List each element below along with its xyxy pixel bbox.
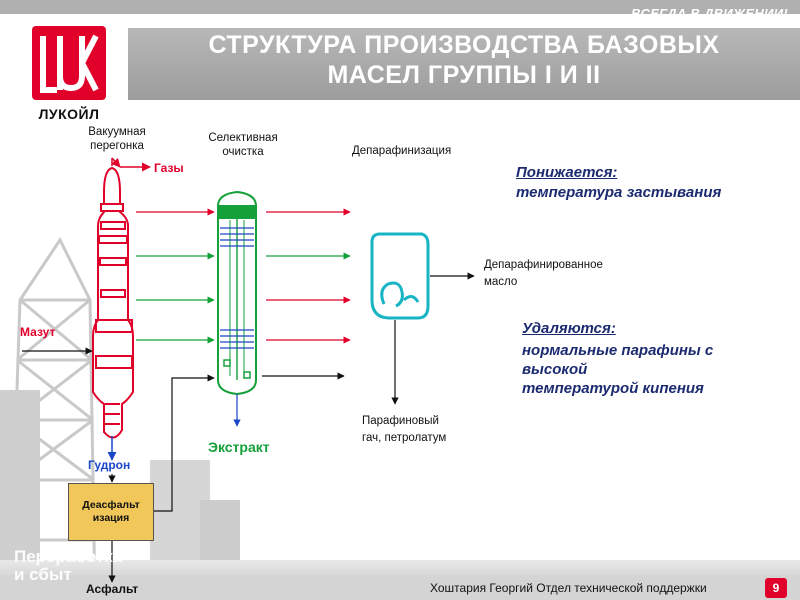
logo-name: ЛУКОЙЛ [38,106,100,122]
selective-column [217,190,257,396]
watermark-line-1: Переработка [14,547,123,566]
note-removed-line-1: нормальные парафины с [522,342,714,359]
title-band [128,28,800,100]
stage-vacuum-line-1: Вакуумная [88,126,146,138]
stage-dewaxing-label: Депарафинизация [352,145,452,157]
watermark: Переработка и сбыт [14,548,122,584]
deasphalt-line-2: изация [92,512,130,524]
gases-label: Газы [154,161,184,175]
dewaxed-oil-label: Депарафинированное масло [484,257,603,291]
dewaxed-oil-line-2: масло [484,276,518,288]
asphalt-label: Асфальт [86,582,139,596]
wax-line-2: гач, петролатум [362,432,447,444]
mazut-label: Мазут [20,325,56,339]
note-removed-head: Удаляются: [522,320,616,337]
watermark-line-2: и сбыт [14,565,72,584]
stage-selective-line-2: очистка [222,146,264,158]
stage-vacuum-line-2: перегонка [90,140,144,152]
extract-label: Экстракт [208,439,270,455]
page-title-line-1: СТРУКТУРА ПРОИЗВОДСТВА БАЗОВЫХ [208,31,720,59]
note-lowered-body: температура застывания [516,184,722,201]
dewaxing-unit [370,232,430,320]
page-number-badge: 9 [765,578,787,598]
footer-author: Хоштария Георгий Отдел технической подде… [430,581,707,595]
vacuum-column [92,166,134,439]
wax-line-1: Парафиновый [362,415,439,427]
wax-label: Парафиновый гач, петролатум [362,413,446,447]
dewaxed-oil-line-1: Депарафинированное [484,259,603,271]
gudron-label: Гудрон [88,458,131,472]
stage-vacuum-label: Вакуумная перегонка [80,125,154,153]
page-title-line-2: МАСЕЛ ГРУППЫ I И II [327,61,601,89]
stage-selective-line-1: Селективная [208,132,278,144]
lukoil-logo-icon [32,26,106,100]
deasphalt-box: Деасфальт изация [68,483,154,541]
note-lowered-head: Понижается: [516,164,618,181]
logo [10,18,128,130]
stage-selective-label: Селективная очистка [196,131,290,159]
note-removed-line-3: температурой кипения [522,380,704,397]
note-removed-line-2: высокой [522,361,588,378]
slogan: ВСЕГДА В ДВИЖЕНИИ! [631,6,788,21]
note-removed-body: нормальные парафины с высокой температур… [522,341,713,398]
deasphalt-line-1: Деасфальт [82,499,140,511]
